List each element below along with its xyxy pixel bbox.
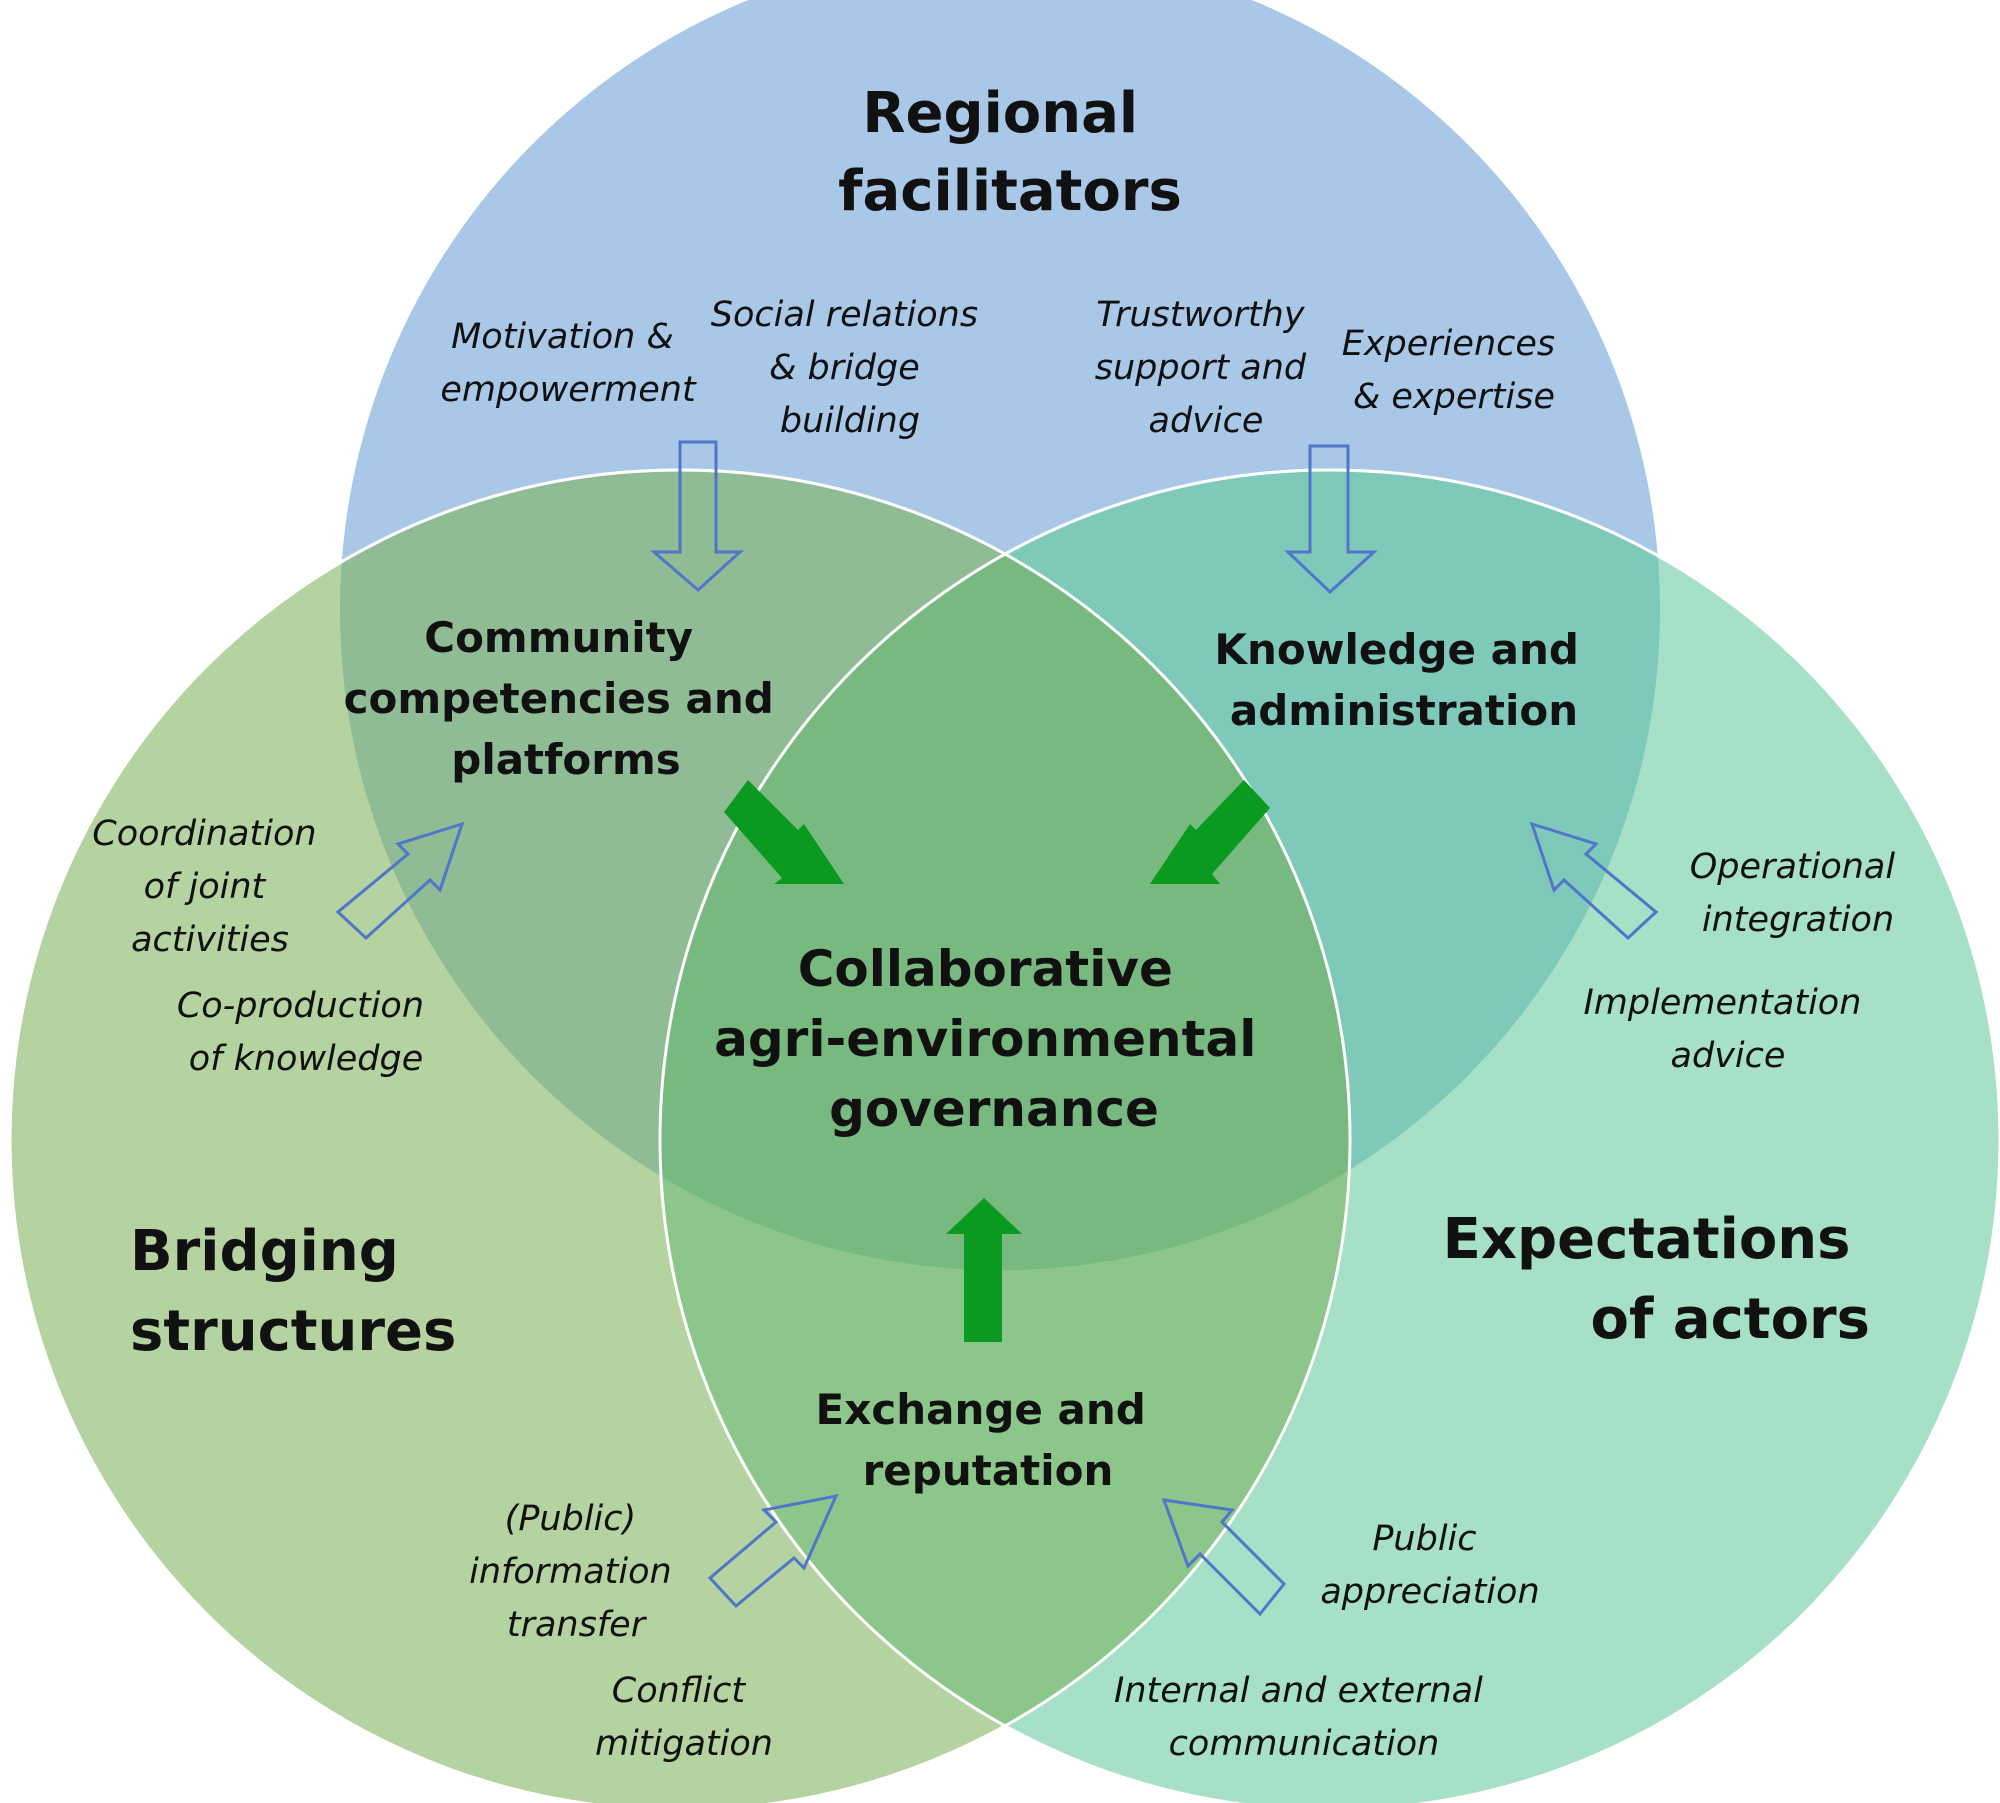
exchange-line-2: reputation: [863, 1446, 1114, 1495]
community-line-2: competencies and: [344, 674, 774, 723]
public-appreciation-line-1: Public: [1372, 1519, 1476, 1559]
outline-arrow-top-left: [649, 440, 744, 593]
bridging-structures-title: Bridging structures: [130, 1219, 456, 1364]
solid-arrow-exchange-to-center: [946, 1198, 1022, 1342]
operational-line-2: integration: [1702, 900, 1894, 940]
implementation-line-2: advice: [1671, 1036, 1786, 1076]
community-competencies-label: Community competencies and platforms: [344, 613, 789, 784]
trustworthy-label: Trustworthy support and advice: [1095, 295, 1318, 441]
social-relations-line-3: building: [780, 401, 920, 441]
public-appreciation-line-2: appreciation: [1320, 1572, 1539, 1612]
motivation-line-2: empowerment: [440, 370, 697, 410]
trustworthy-line-1: Trustworthy: [1096, 295, 1306, 335]
social-relations-line-1: Social relations: [711, 295, 978, 335]
outline-arrow-left: [335, 821, 465, 941]
outline-arrow-right: [1529, 821, 1659, 941]
communication-line-2: communication: [1169, 1724, 1440, 1764]
community-line-3: platforms: [451, 735, 680, 784]
regional-title-line-1: Regional: [862, 81, 1138, 146]
expectations-outline: [658, 468, 2000, 1803]
coordination-line-2: of joint: [144, 867, 267, 907]
expectations-title-line-1: Expectations: [1443, 1207, 1851, 1272]
communication-line-1: Internal and external: [1114, 1671, 1483, 1711]
community-line-1: Community: [424, 613, 693, 662]
knowledge-administration-label: Knowledge and administration: [1214, 625, 1593, 735]
solid-arrow-community-to-center: [724, 780, 844, 884]
communication-label: Internal and external communication: [1114, 1671, 1494, 1764]
trustworthy-line-2: support and: [1095, 348, 1307, 388]
conflict-line-2: mitigation: [595, 1724, 773, 1764]
bridging-title-line-1: Bridging: [130, 1219, 399, 1284]
solid-arrow-knowledge-to-center: [1150, 780, 1270, 884]
coordination-line-3: activities: [131, 920, 289, 960]
knowledge-line-1: Knowledge and: [1214, 625, 1579, 674]
public-appreciation-label: Public appreciation: [1320, 1519, 1539, 1612]
motivation-line-1: Motivation &: [451, 317, 674, 357]
center-line-1: Collaborative: [798, 940, 1173, 998]
outline-arrow-bottom-right: [1161, 1498, 1287, 1617]
knowledge-line-2: administration: [1230, 686, 1578, 735]
center-line-2: agri-environmental: [714, 1010, 1256, 1068]
coproduction-label: Co-production of knowledge: [177, 986, 435, 1079]
coordination-line-1: Coordination: [92, 814, 316, 854]
implementation-label: Implementation advice: [1583, 983, 1872, 1076]
regional-title-line-2: facilitators: [838, 159, 1182, 224]
public-info-line-3: transfer: [507, 1605, 648, 1645]
public-info-line-1: (Public): [505, 1499, 637, 1539]
exchange-line-1: Exchange and: [816, 1385, 1146, 1434]
operational-label: Operational integration: [1690, 847, 1907, 940]
motivation-label: Motivation & empowerment: [440, 317, 697, 410]
experiences-line-1: Experiences: [1342, 324, 1555, 364]
conflict-line-1: Conflict: [612, 1671, 747, 1711]
public-info-line-2: information: [469, 1552, 672, 1592]
center-line-3: governance: [829, 1080, 1159, 1138]
center-overlap-region: [660, 470, 1350, 1270]
social-relations-line-2: & bridge: [769, 348, 920, 388]
regional-facilitators-title: Regional facilitators: [838, 81, 1182, 224]
coordination-label: Coordination of joint activities: [92, 814, 327, 960]
bridging-title-line-2: structures: [130, 1299, 456, 1364]
coproduction-line-2: of knowledge: [189, 1039, 424, 1079]
expectations-of-actors-title: Expectations of actors: [1443, 1207, 1870, 1352]
operational-line-1: Operational: [1690, 847, 1896, 887]
implementation-line-1: Implementation: [1583, 983, 1861, 1023]
trustworthy-line-3: advice: [1149, 401, 1264, 441]
public-information-label: (Public) information transfer: [469, 1499, 683, 1645]
experiences-line-2: & expertise: [1353, 377, 1555, 417]
outline-arrow-top-right: [1284, 444, 1378, 595]
experiences-label: Experiences & expertise: [1342, 324, 1567, 417]
collaborative-governance-label: Collaborative agri-environmental governa…: [714, 940, 1274, 1138]
expectations-title-line-2: of actors: [1590, 1287, 1870, 1352]
exchange-reputation-label: Exchange and reputation: [816, 1385, 1161, 1495]
outline-arrow-bottom-left: [707, 1493, 839, 1609]
social-relations-label: Social relations & bridge building: [711, 295, 989, 441]
coproduction-line-1: Co-production: [177, 986, 424, 1026]
conflict-mitigation-label: Conflict mitigation: [595, 1671, 773, 1764]
